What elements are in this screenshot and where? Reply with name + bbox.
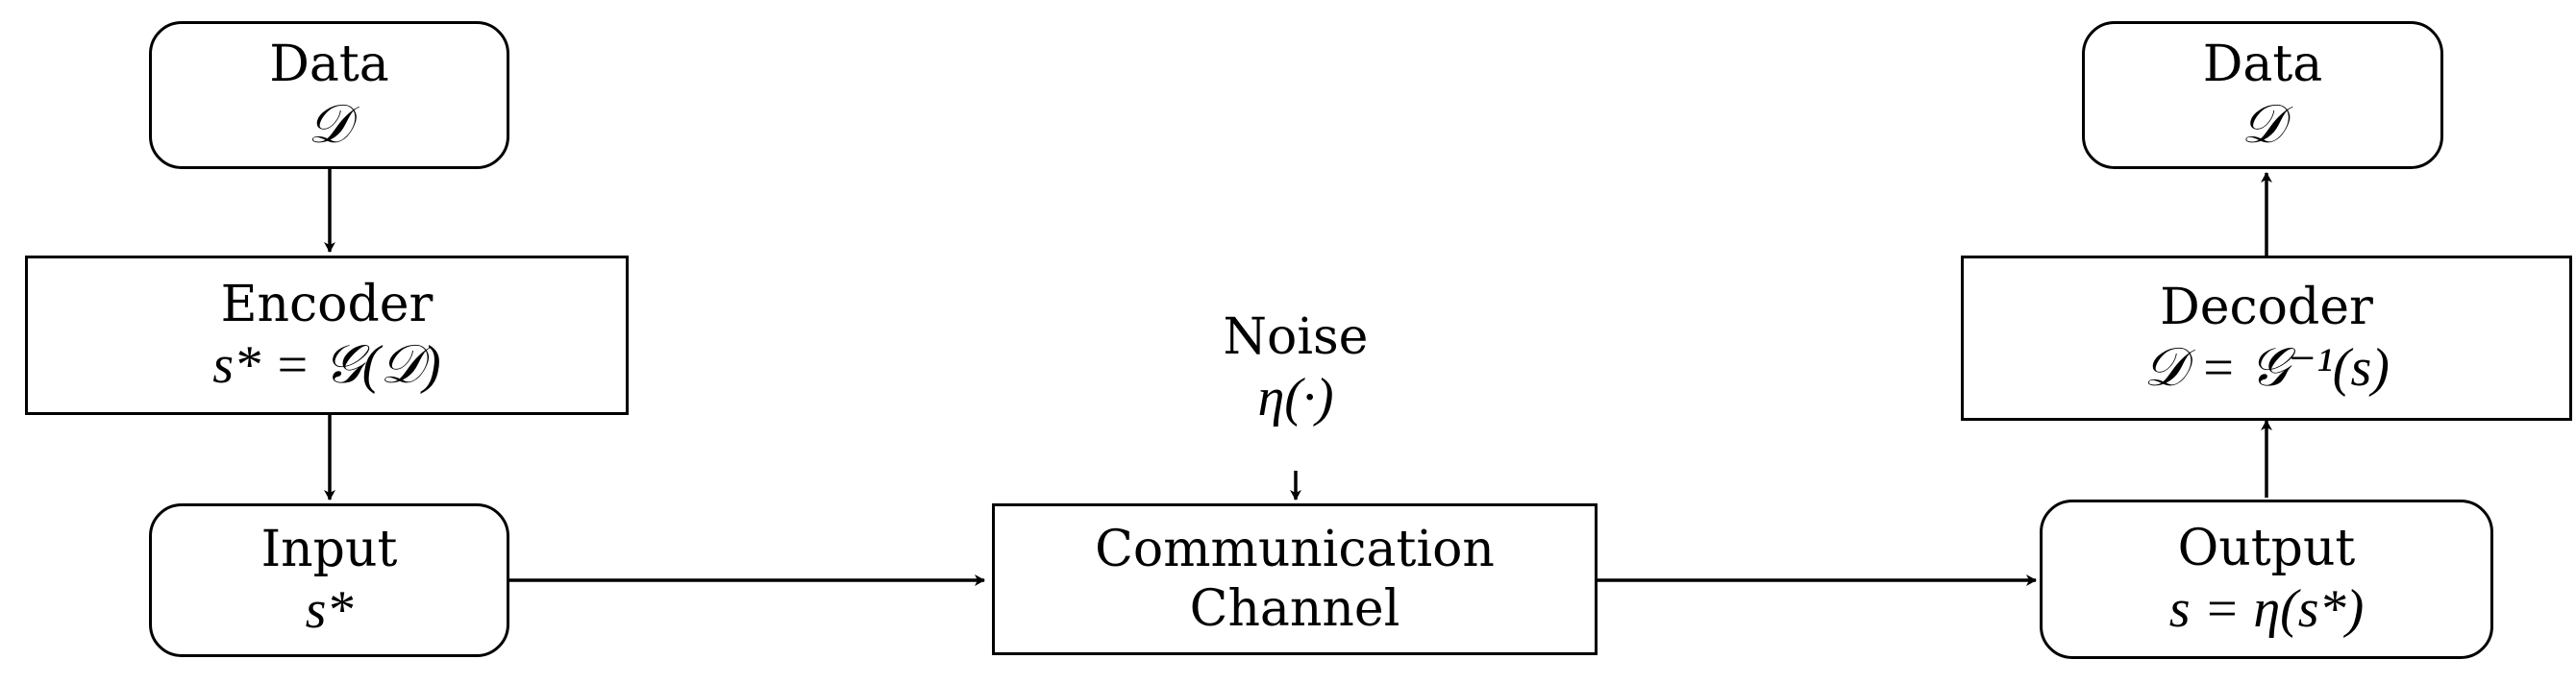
channel-line2: Channel bbox=[1189, 580, 1400, 638]
noise-label: Noise η(·) bbox=[1152, 307, 1440, 428]
data-source-node: Data 𝒟 bbox=[149, 21, 509, 169]
data-source-symbol: 𝒟 bbox=[308, 95, 351, 155]
channel-line1: Communication bbox=[1095, 521, 1495, 578]
decoder-title: Decoder bbox=[2160, 279, 2373, 336]
encoder-node: Encoder s* = 𝒢(𝒟) bbox=[25, 256, 629, 415]
input-node: Input s* bbox=[149, 503, 509, 657]
output-title: Output bbox=[2177, 520, 2356, 577]
decoder-formula: 𝒟 = 𝒢⁻¹(s) bbox=[2143, 338, 2390, 398]
noise-title: Noise bbox=[1223, 308, 1369, 366]
data-sink-symbol: 𝒟 bbox=[2241, 95, 2285, 155]
communication-channel-node: Communication Channel bbox=[992, 503, 1598, 655]
input-title: Input bbox=[260, 521, 398, 578]
output-node: Output s = η(s*) bbox=[2040, 500, 2493, 659]
input-symbol: s* bbox=[305, 580, 354, 640]
data-sink-title: Data bbox=[2202, 36, 2323, 93]
noise-symbol: η(·) bbox=[1257, 368, 1334, 428]
decoder-node: Decoder 𝒟 = 𝒢⁻¹(s) bbox=[1961, 256, 2572, 421]
encoder-title: Encoder bbox=[220, 276, 433, 333]
data-sink-node: Data 𝒟 bbox=[2082, 21, 2443, 169]
encoder-formula: s* = 𝒢(𝒟) bbox=[212, 335, 441, 395]
data-source-title: Data bbox=[269, 36, 389, 93]
output-formula: s = η(s*) bbox=[2168, 579, 2365, 639]
